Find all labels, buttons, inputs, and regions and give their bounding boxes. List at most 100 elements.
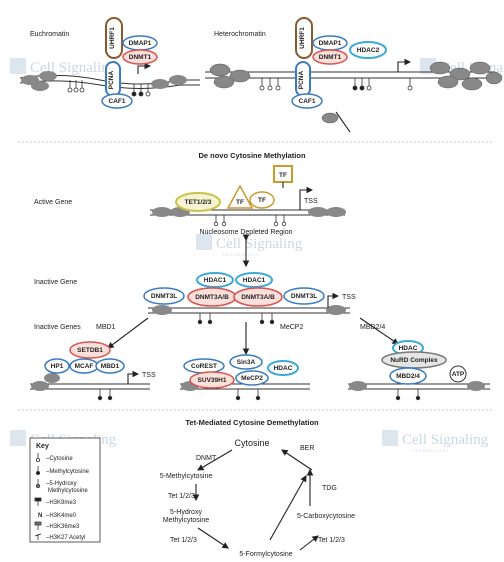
euchromatin-complex: UHRF1 DMAP1 DNMT1 PCNA CAF1 [101, 17, 158, 109]
tet-title: Tet-Mediated Cytosine Demethylation [185, 418, 319, 427]
svg-text:–H3K27 Acetyl: –H3K27 Acetyl [46, 535, 85, 541]
heterochromatin-dna [205, 58, 503, 133]
svg-text:Cell Signaling: Cell Signaling [216, 236, 303, 252]
atp-circle [449, 365, 467, 383]
caf1-protein [101, 93, 133, 109]
svg-text:MCAF: MCAF [75, 363, 94, 370]
svg-text:Sin3A: Sin3A [237, 359, 256, 366]
svg-text:HDAC1: HDAC1 [243, 277, 266, 284]
tet-a-label: Tet 1/2/3 [168, 493, 195, 500]
mecp2-protein [235, 370, 269, 386]
mbd24-arrow [359, 317, 399, 345]
svg-text:DNMT1: DNMT1 [129, 54, 152, 61]
svg-text:N: N [38, 513, 42, 519]
dnmt3ab-protein [233, 287, 283, 307]
tet-cycle: Cytosine DNMT 5-Methylcytosine Tet 1/2/3… [160, 438, 355, 558]
hdac1-protein [235, 272, 273, 288]
suv39h1-protein [189, 371, 235, 389]
svg-text:TECHNOLOGY: TECHNOLOGY [412, 448, 450, 453]
setdb1-protein [69, 341, 111, 359]
mecp2-complex: CoREST Sin3A SUV39H1 MeCP2 HDAC [180, 354, 310, 401]
svg-text:–H3K36me3: –H3K36me3 [46, 524, 80, 530]
mbd24-complex: HDAC NuRD Complex MBD2/4 ATP [348, 340, 490, 401]
svg-text:HP1: HP1 [51, 363, 64, 370]
watermark-middle: Cell Signaling TECHNOLOGY [196, 234, 303, 257]
svg-text:ATP: ATP [452, 371, 465, 378]
svg-text:Methylcytosine: Methylcytosine [48, 488, 88, 494]
svg-text:–H3K9me3: –H3K9me3 [46, 500, 77, 506]
svg-text:TET1/2/3: TET1/2/3 [185, 199, 212, 206]
watermark-top-left: Cell Signaling [10, 58, 117, 76]
svg-text:HDAC: HDAC [274, 365, 293, 372]
mbd1-path-label: MBD1 [96, 324, 116, 331]
svg-text:PCNA: PCNA [298, 70, 305, 89]
svg-text:UHRF1: UHRF1 [109, 27, 116, 49]
svg-text:CAF1: CAF1 [109, 98, 126, 105]
svg-text:DNMT3A/B: DNMT3A/B [195, 294, 229, 301]
svg-text:TSS: TSS [304, 198, 318, 205]
heterochromatin-label: Heterochromatin [214, 31, 266, 38]
active-gene-label: Active Gene [34, 199, 72, 206]
svg-text:NuRD Complex: NuRD Complex [390, 357, 438, 364]
heterochromatin-complex: UHRF1 DMAP1 DNMT1 HDAC2 PCNA CAF1 [291, 17, 387, 109]
svg-text:CAF1: CAF1 [299, 98, 316, 105]
inactive-genes-label: Inactive Genes [34, 324, 81, 331]
svg-text:DNMT3A/B: DNMT3A/B [241, 294, 275, 301]
svg-text:Cell Signaling: Cell Signaling [402, 432, 489, 448]
svg-text:DNMT3L: DNMT3L [151, 293, 177, 300]
dnmt3l-protein [143, 287, 185, 305]
svg-text:HDAC2: HDAC2 [357, 47, 380, 54]
svg-text:MBD1: MBD1 [101, 363, 120, 370]
svg-text:DNMT3L: DNMT3L [291, 293, 317, 300]
svg-text:TSS: TSS [142, 372, 156, 379]
svg-text:TF: TF [258, 197, 266, 204]
svg-text:SETDB1: SETDB1 [77, 347, 103, 354]
inactive-gene-label: Inactive Gene [34, 279, 77, 286]
svg-text:–Cytosine: –Cytosine [46, 456, 73, 462]
5mc-node: 5-Methylcytosine [160, 473, 213, 480]
active-gene-diagram: TET1/2/3 TF TF TF TSS Nucleosome Deplete… [150, 165, 346, 236]
dnmt1-protein [122, 49, 158, 65]
euchromatin-label: Euchromatin [30, 31, 69, 38]
tet-b-label: Tet 1/2/3 [170, 537, 197, 544]
hdac1-protein [196, 272, 234, 288]
svg-text:Methylcytosine: Methylcytosine [163, 517, 209, 524]
hdac-protein [267, 360, 299, 376]
mbd1-protein [95, 358, 125, 374]
tf-triangle [226, 184, 254, 209]
mbd24-path-label: MBD2/4 [360, 324, 385, 331]
svg-text:TF: TF [279, 172, 287, 179]
svg-text:Key: Key [36, 443, 49, 450]
tdg-label: TDG [322, 485, 337, 492]
svg-text:PCNA: PCNA [108, 70, 115, 89]
hp1-protein [44, 358, 70, 374]
tf-oval [249, 191, 275, 209]
mecp2-path-label: MeCP2 [280, 324, 303, 331]
watermark-bottom-right: Cell Signaling TECHNOLOGY [382, 430, 489, 453]
caf1-protein [291, 93, 323, 109]
svg-text:MeCP2: MeCP2 [241, 375, 263, 382]
mbd24-protein [389, 367, 427, 385]
inactive-gene-diagram: HDAC1 HDAC1 DNMT3L DNMT3A/B DNMT3A/B DNM… [143, 272, 356, 325]
svg-text:CoREST: CoREST [191, 363, 217, 370]
5cac-node: 5-Carboxycytosine [297, 513, 355, 520]
svg-text:TSS: TSS [342, 294, 356, 301]
uhrf1-protein [295, 17, 313, 59]
cytosine-node: Cytosine [234, 438, 269, 448]
legend-key: Key N –Cytosine –Methylcytosine –5-Hydro… [29, 437, 101, 543]
hdac2-protein [349, 41, 387, 59]
svg-text:DMAP1: DMAP1 [129, 40, 152, 47]
5hmc-node: 5-Hydroxy [170, 509, 202, 516]
svg-text:DNMT1: DNMT1 [319, 54, 342, 61]
uhrf1-protein [105, 17, 123, 59]
denovo-title: De novo Cytosine Methylation [198, 151, 306, 160]
svg-text:DMAP1: DMAP1 [319, 40, 342, 47]
tet-c-label: Tet 1/2/3 [318, 537, 345, 544]
ber-label: BER [300, 445, 314, 452]
dnmt-label: DNMT [196, 455, 217, 462]
dnmt3l-protein [283, 287, 325, 305]
mbd1-complex: SETDB1 HP1 MCAF MBD1 TSS [30, 341, 156, 401]
mbd1-arrow [107, 317, 149, 349]
dnmt1-protein [312, 49, 348, 65]
